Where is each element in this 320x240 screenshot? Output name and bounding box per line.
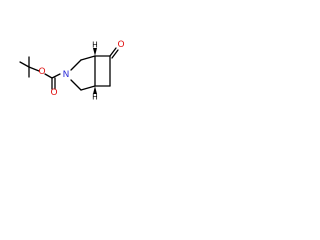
bond-methyl-1 — [19, 61, 30, 68]
bond-c4-c5 — [80, 85, 96, 91]
oxygen-label-ester: O — [38, 67, 45, 77]
bond-n-c2 — [70, 59, 82, 71]
pyrrolidine-ring — [70, 55, 96, 91]
oxygen-label-carbonyl: O — [50, 88, 57, 98]
stereo-hydrogens: H H — [92, 41, 98, 102]
wedge-bond-h5 — [93, 86, 97, 94]
nitrogen-label: N — [63, 70, 70, 80]
bond-ketone-double-a — [109, 47, 117, 57]
hydrogen-label-h5: H — [92, 93, 98, 102]
bond-carbonyl-c-n — [51, 73, 61, 79]
tert-butyl-group — [19, 56, 40, 78]
bond-ketone-double-b — [111, 49, 119, 59]
molecule-structure: H H O O N O — [19, 40, 125, 102]
hydrogen-label-h1: H — [92, 41, 98, 50]
oxygen-label-ketone: O — [117, 40, 124, 50]
cyclobutanone-ring — [94, 47, 119, 87]
boc-carbamate — [44, 73, 61, 90]
bond-o-carbonyl-c — [44, 73, 53, 79]
bond-n-c4 — [70, 79, 82, 91]
wedge-bond-h1 — [93, 48, 97, 56]
bond-c2-c1 — [80, 55, 96, 61]
bond-quaternary-c-o — [28, 66, 40, 72]
